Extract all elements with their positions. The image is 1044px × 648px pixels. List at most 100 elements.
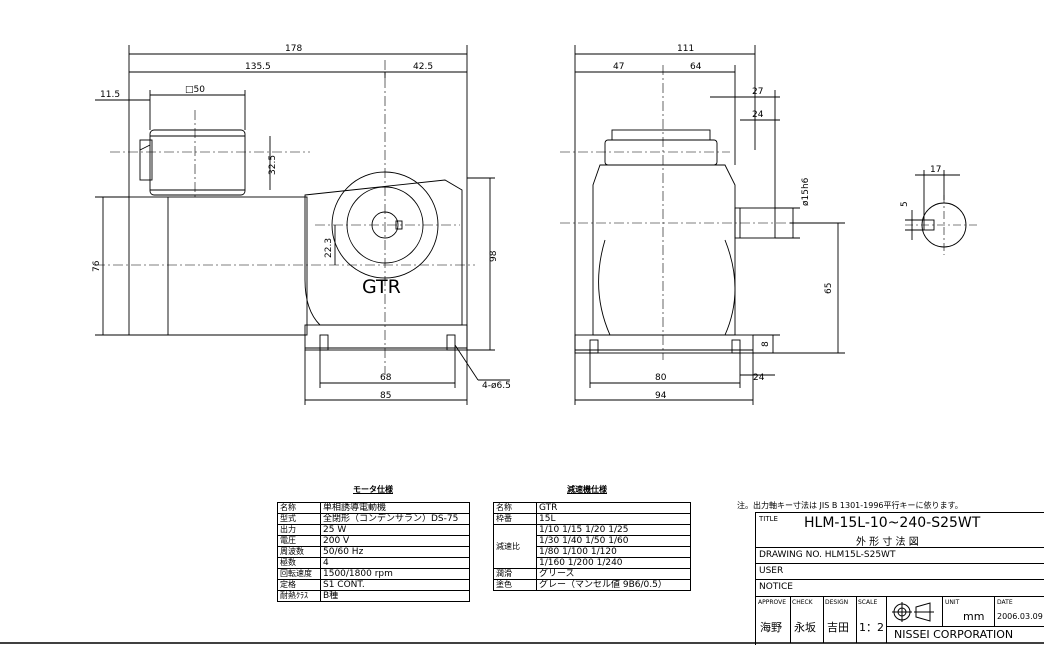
dim-bolt-spacing-front: 68 — [380, 373, 392, 383]
table-cell: 200 V — [320, 535, 470, 547]
table-cell: 名称 — [493, 502, 537, 514]
design-value: 吉田 — [827, 621, 849, 634]
table-cell: 1500/1800 rpm — [320, 568, 470, 580]
table-cell: 減速比 — [493, 524, 537, 569]
table-row: 型式全閉形（コンデンサラン）DS-75 — [277, 513, 470, 525]
body-mark: GTR — [362, 276, 401, 298]
approve-label: APPROVE — [758, 599, 787, 606]
table-cell: グリース — [536, 568, 691, 580]
dim-overall-length: 178 — [285, 44, 302, 54]
table-cell: 定格 — [277, 579, 321, 591]
projection-symbol — [892, 602, 934, 622]
title-label: TITLE — [759, 515, 778, 523]
table-cell: 1/30 1/40 1/50 1/60 — [536, 535, 691, 547]
table-cell: 枠番 — [493, 513, 537, 525]
reducer-spec-title: 減速機仕様 — [567, 485, 607, 494]
table-cell: 単相誘導電動機 — [320, 502, 470, 514]
side-terminal-box — [604, 139, 718, 166]
title-block: TITLE HLM-15L-10~240-S25WT 外 形 寸 法 図 DRA… — [755, 512, 1044, 645]
table-cell: 全閉形（コンデンサラン）DS-75 — [320, 513, 470, 525]
side-housing — [592, 164, 736, 336]
user-label: USER — [759, 566, 784, 576]
dim-terminal-height: 32.5 — [268, 155, 278, 175]
table-cell: 潤滑 — [493, 568, 537, 580]
dim-base-width: 94 — [655, 391, 667, 401]
dim-shaft-length: 24 — [752, 110, 764, 120]
approve-value: 海野 — [760, 621, 782, 634]
date-label: DATE — [997, 599, 1013, 606]
table-cell: 電圧 — [277, 535, 321, 547]
dim-total-height: 98 — [489, 250, 499, 262]
table-cell: 4 — [320, 557, 470, 569]
table-cell: 出力 — [277, 524, 321, 536]
gearbox-body — [304, 179, 463, 326]
table-cell: 耐熱ｸﾗｽ — [277, 590, 321, 602]
terminal-box — [149, 129, 246, 196]
check-value: 永坂 — [794, 621, 816, 634]
motor-spec-title: モータ仕様 — [353, 485, 393, 494]
table-cell: 名称 — [277, 502, 321, 514]
dim-motor-offset: 11.5 — [100, 90, 120, 100]
dim-base-thickness: 8 — [761, 341, 771, 347]
table-cell: 1/10 1/15 1/20 1/25 — [536, 524, 691, 536]
dim-side-right: 64 — [690, 62, 702, 72]
check-label: CHECK — [792, 599, 813, 606]
dim-side-left: 47 — [613, 62, 624, 72]
table-cell: グレー（マンセル値 9B6/0.5） — [536, 579, 691, 591]
note-text: 注。出力軸キー寸法は JIS B 1301-1996平行キーに依ります。 — [737, 501, 963, 510]
unit-label: UNIT — [945, 599, 960, 606]
dim-key-height: 17 — [930, 165, 941, 175]
dim-side-width: 111 — [677, 44, 694, 54]
dim-key-width: 5 — [900, 201, 910, 207]
drawing-number: DRAWING NO. HLM15L-S25WT — [759, 550, 896, 560]
dim-base-length: 85 — [380, 391, 391, 401]
drawing-title: HLM-15L-10~240-S25WT — [804, 515, 981, 531]
dim-shaft-height: 65 — [824, 283, 834, 294]
dim-motor-part: 135.5 — [245, 62, 271, 72]
table-cell: 型式 — [277, 513, 321, 525]
unit-value: mm — [963, 610, 985, 623]
dim-flange-square: □50 — [185, 85, 205, 95]
table-cell: 周波数 — [277, 546, 321, 558]
table-cell: 15L — [536, 513, 691, 525]
notice-label: NOTICE — [759, 582, 793, 592]
dim-shaft-diameter: ø15h6 — [801, 177, 811, 206]
dim-motor-height: 76 — [92, 260, 102, 272]
motor-body — [128, 196, 308, 336]
dim-shaft-center-offset: 22.3 — [324, 238, 334, 258]
table-cell: 25 W — [320, 524, 470, 536]
company-name: NISSEI CORPORATION — [894, 628, 1014, 641]
dim-base-edge: 24 — [753, 373, 765, 383]
table-row: 塗色グレー（マンセル値 9B6/0.5） — [493, 579, 691, 591]
table-cell: 1/160 1/200 1/240 — [536, 557, 691, 569]
table-cell: S1 CONT. — [320, 579, 470, 591]
drawing-subtitle: 外 形 寸 法 図 — [856, 537, 919, 548]
dim-shaft-extension: 27 — [752, 87, 763, 97]
dim-bolt-spacing-side: 80 — [655, 373, 667, 383]
table-row: 潤滑グリース — [493, 568, 691, 580]
scale-value: 1：2 — [859, 621, 884, 634]
dim-bolt-holes: 4-ø6.5 — [482, 381, 511, 391]
table-cell: 50/60 Hz — [320, 546, 470, 558]
date-value: 2006.03.09 — [997, 612, 1043, 621]
design-label: DESIGN — [825, 599, 849, 606]
table-cell: 極数 — [277, 557, 321, 569]
scale-label: SCALE — [858, 599, 878, 606]
table-cell: 回転速度 — [277, 568, 321, 580]
table-cell: B種 — [320, 590, 470, 602]
front-base — [304, 324, 468, 351]
table-cell: 1/80 1/100 1/120 — [536, 546, 691, 558]
table-row: 名称単相誘導電動機 — [277, 502, 470, 514]
